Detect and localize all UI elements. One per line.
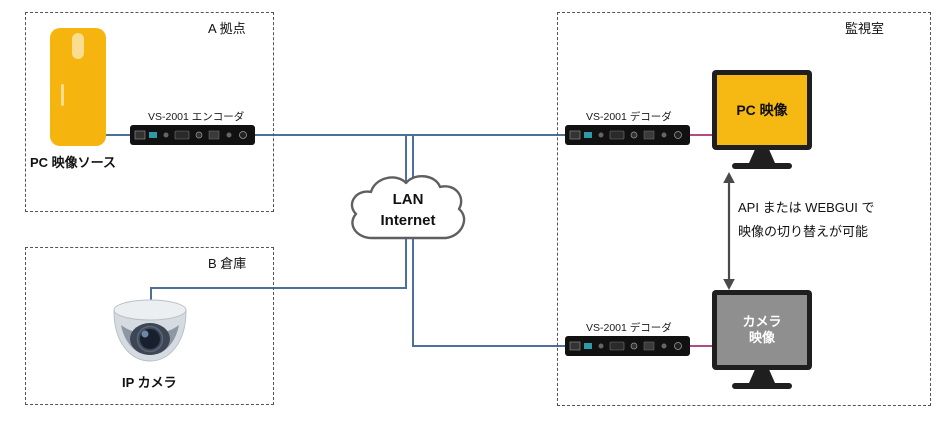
cloud-label-internet: Internet — [380, 212, 436, 229]
monitor-camera-screen: カメラ 映像 — [717, 295, 807, 365]
monitor-camera-stand-neck — [749, 370, 775, 383]
decoder-top-device — [565, 125, 690, 145]
monitor-room-title: 監視室 — [845, 21, 885, 36]
ip-camera-icon — [105, 298, 195, 370]
line-pc-to-encoder — [106, 134, 130, 136]
decoder-bottom-device-graphic — [565, 336, 690, 356]
decoder-top-label: VS-2001 デコーダ — [586, 111, 672, 123]
pc-tower-slot — [72, 33, 84, 59]
line-decoder-top-to-monitor — [690, 134, 714, 136]
encoder-device — [130, 125, 255, 145]
monitor-camera-label-line2: 映像 — [748, 330, 775, 345]
decoder-top-device-graphic — [565, 125, 690, 145]
switch-note-line1: API または WEBGUI で — [738, 200, 875, 215]
line-decoder-bottom-to-monitor — [690, 345, 714, 347]
ip-camera-label: IP カメラ — [122, 375, 177, 390]
monitor-room-box — [557, 12, 931, 406]
monitor-pc-stand-base — [732, 163, 792, 169]
monitor-camera-label-line1: カメラ — [742, 314, 782, 329]
switch-arrow-icon — [720, 172, 738, 290]
monitor-camera-screen-label: カメラ 映像 — [742, 314, 781, 346]
encoder-device-graphic — [130, 125, 255, 145]
site-a-title: A 拠点 — [208, 21, 246, 36]
site-b-box — [25, 247, 274, 405]
encoder-label: VS-2001 エンコーダ — [148, 111, 245, 123]
line-encoder-to-decoder-top — [255, 134, 565, 136]
pc-source-label: PC 映像ソース — [30, 155, 117, 170]
monitor-pc-screen-label: PC 映像 — [736, 102, 788, 118]
decoder-bottom-label: VS-2001 デコーダ — [586, 322, 672, 334]
monitor-pc-screen: PC 映像 — [717, 75, 807, 145]
monitor-camera-stand-base — [732, 383, 792, 389]
cloud-label: LAN Internet — [342, 189, 474, 231]
pc-tower-vent — [61, 84, 64, 106]
line-camera-stub — [150, 287, 152, 300]
monitor-camera: カメラ 映像 — [712, 290, 812, 370]
monitor-pc: PC 映像 — [712, 70, 812, 150]
line-trunk-right — [412, 134, 414, 347]
pc-tower-icon — [50, 28, 106, 146]
cloud-label-lan: LAN — [392, 191, 424, 208]
decoder-bottom-device — [565, 336, 690, 356]
site-a-box — [25, 12, 274, 212]
line-camera-to-trunk — [150, 287, 407, 289]
monitor-pc-stand-neck — [749, 150, 775, 163]
line-trunk-to-decoder-bottom — [412, 345, 565, 347]
switch-note-line2: 映像の切り替えが可能 — [738, 224, 869, 239]
cloud-shape — [342, 170, 474, 254]
site-b-title: B 倉庫 — [208, 256, 247, 271]
